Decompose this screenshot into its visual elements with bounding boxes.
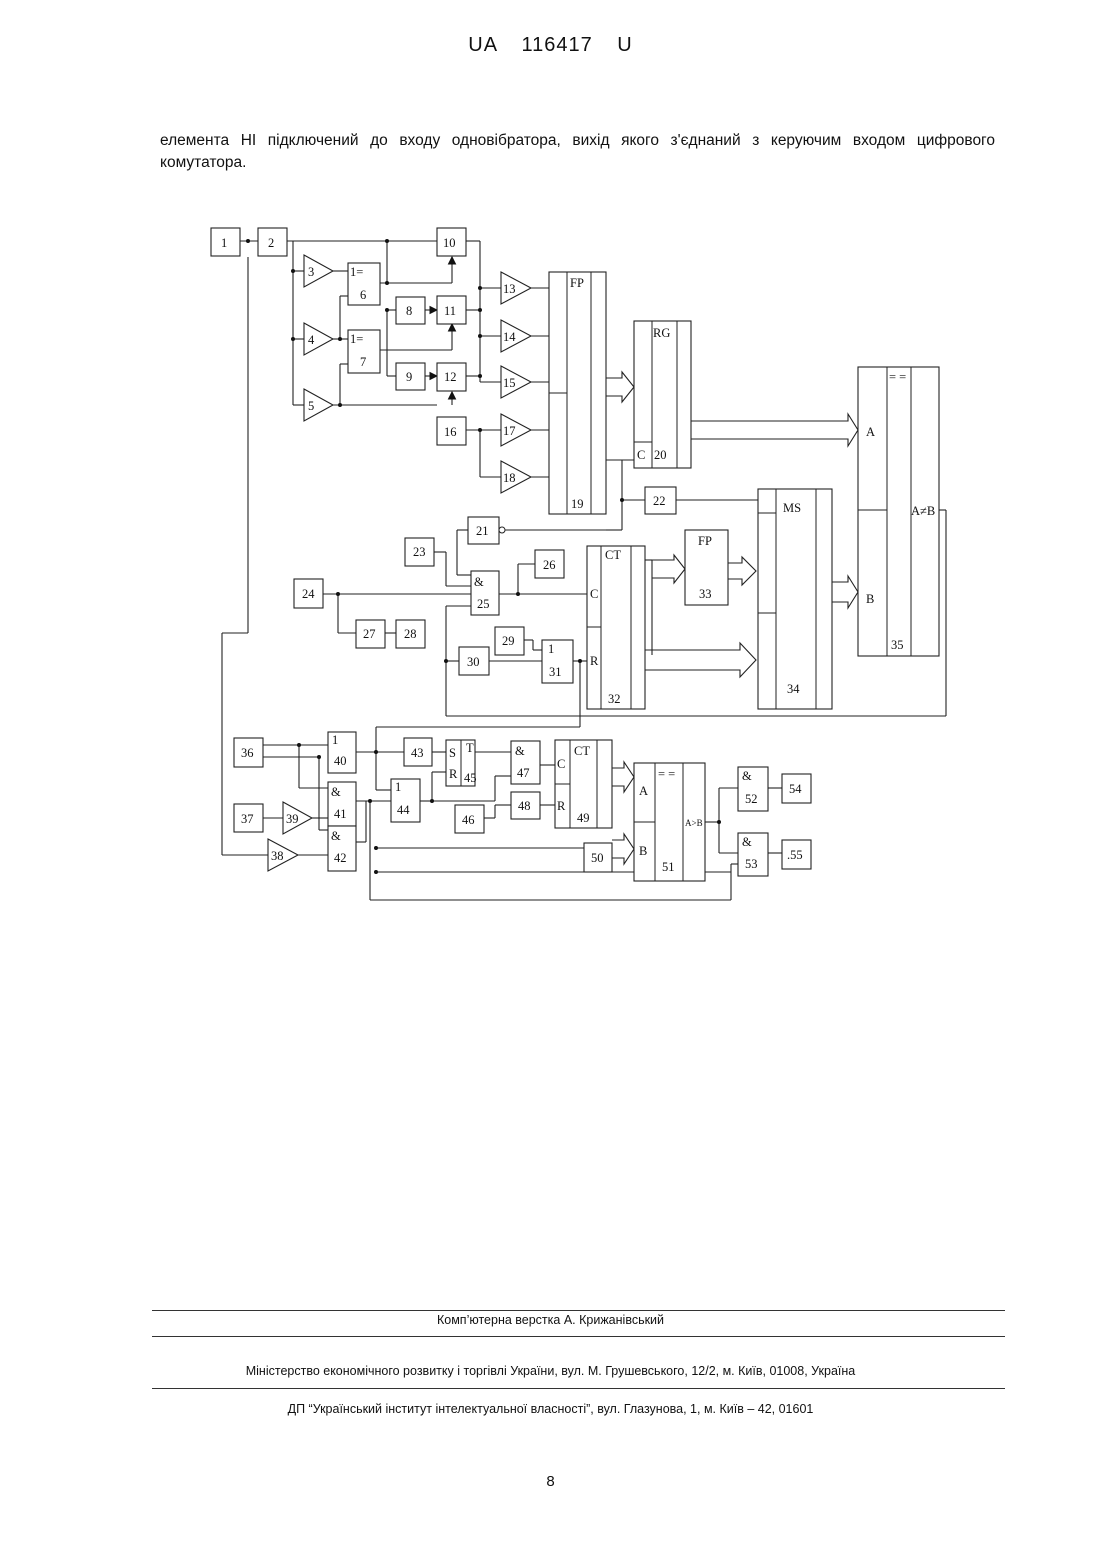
block-symbol: 1 — [395, 780, 401, 794]
block-label: 51 — [662, 860, 675, 874]
block-label: 19 — [571, 497, 584, 511]
amp-label: 18 — [503, 471, 516, 485]
footer-institute: ДП “Український інститут інтелектуальної… — [0, 1402, 1101, 1416]
block-label: 54 — [789, 782, 802, 796]
block-label: 47 — [517, 766, 530, 780]
footer-rule — [152, 1336, 1005, 1337]
footer-ministry: Міністерство економічного розвитку і тор… — [0, 1364, 1101, 1378]
block-symbol: & — [742, 769, 752, 783]
block-label: 44 — [397, 803, 410, 817]
block-label: 49 — [577, 811, 590, 825]
block-label: 7 — [360, 355, 366, 369]
block-label: 20 — [654, 448, 667, 462]
inverter-bubble — [499, 527, 505, 533]
amp-label: 39 — [286, 812, 299, 826]
block-label: 40 — [334, 754, 347, 768]
pin-label: S — [449, 746, 456, 760]
block-label: 26 — [543, 558, 556, 572]
footer-rule — [152, 1310, 1005, 1311]
amp-label: 14 — [503, 330, 516, 344]
block-label: 46 — [462, 813, 475, 827]
block-rects — [211, 228, 939, 881]
block-label: 23 — [413, 545, 426, 559]
block-symbol: & — [331, 785, 341, 799]
block-symbol: FP — [570, 276, 584, 290]
amp-label: 5 — [308, 399, 314, 413]
block-symbol: 1= — [350, 265, 363, 279]
pin-label: A — [866, 425, 875, 439]
block-label: 8 — [406, 304, 412, 318]
pin-label: B — [639, 844, 647, 858]
page-number: 8 — [0, 1473, 1101, 1490]
block-label: 28 — [404, 627, 417, 641]
block-label: 36 — [241, 746, 254, 760]
block-label: 41 — [334, 807, 347, 821]
block-symbol: 1 — [548, 642, 554, 656]
block-label: 52 — [745, 792, 758, 806]
block-label: 12 — [444, 370, 457, 384]
block-symbol: = = — [658, 767, 675, 781]
block-label: 24 — [302, 587, 315, 601]
amp-label: 38 — [271, 849, 284, 863]
amp-label: 13 — [503, 282, 516, 296]
block-label: 10 — [443, 236, 456, 250]
block-label: 11 — [444, 304, 456, 318]
block-label: 50 — [591, 851, 604, 865]
block-symbol: & — [474, 575, 484, 589]
block-label: 25 — [477, 597, 490, 611]
block-label: 32 — [608, 692, 621, 706]
footer-credit: Комп’ютерна верстка А. Крижанівський — [0, 1313, 1101, 1327]
block-label: 45 — [464, 771, 477, 785]
pin-label: C — [637, 448, 645, 462]
block-symbol: 1= — [350, 332, 363, 346]
block-label: 37 — [241, 812, 254, 826]
block-label: 35 — [891, 638, 904, 652]
pin-label: B — [866, 592, 874, 606]
block-label: 43 — [411, 746, 424, 760]
pin-label: C — [590, 587, 598, 601]
pin-label: C — [557, 757, 565, 771]
block-symbol: = = — [889, 370, 906, 384]
block-label: 9 — [406, 370, 412, 384]
pin-label: R — [449, 767, 458, 781]
block-label: 2 — [268, 236, 274, 250]
pin-label: R — [557, 799, 566, 813]
block-label: 21 — [476, 524, 489, 538]
amp-label: 3 — [308, 265, 314, 279]
block-symbol: CT — [605, 548, 621, 562]
block-label: 33 — [699, 587, 712, 601]
block-symbol: & — [742, 835, 752, 849]
amp-label: 17 — [503, 424, 516, 438]
footer-rule — [152, 1388, 1005, 1389]
block-label: 22 — [653, 494, 666, 508]
block-symbol: T — [466, 741, 474, 755]
amp-label: 4 — [308, 333, 315, 347]
block-label: 48 — [518, 799, 531, 813]
block-label: 29 — [502, 634, 515, 648]
block-symbol: & — [331, 829, 341, 843]
block-label: .55 — [787, 848, 803, 862]
block-label: 30 — [467, 655, 480, 669]
block-symbol: CT — [574, 744, 590, 758]
block-output-label: A≠B — [911, 504, 935, 518]
block-label: 34 — [787, 682, 800, 696]
block-label: 53 — [745, 857, 758, 871]
block-symbol: & — [515, 744, 525, 758]
amp-label: 15 — [503, 376, 516, 390]
block-label: 42 — [334, 851, 347, 865]
block-symbol: MS — [783, 501, 801, 515]
block-symbol: RG — [653, 326, 670, 340]
block-label: 27 — [363, 627, 376, 641]
block-label: 1 — [221, 236, 227, 250]
block-label: 31 — [549, 665, 562, 679]
block-output-label: A>B — [685, 818, 703, 828]
pin-label: R — [590, 654, 599, 668]
block-label: 6 — [360, 288, 366, 302]
pin-label: A — [639, 784, 648, 798]
block-label: 16 — [444, 425, 457, 439]
block-symbol: FP — [698, 534, 712, 548]
block-symbol: 1 — [332, 733, 338, 747]
